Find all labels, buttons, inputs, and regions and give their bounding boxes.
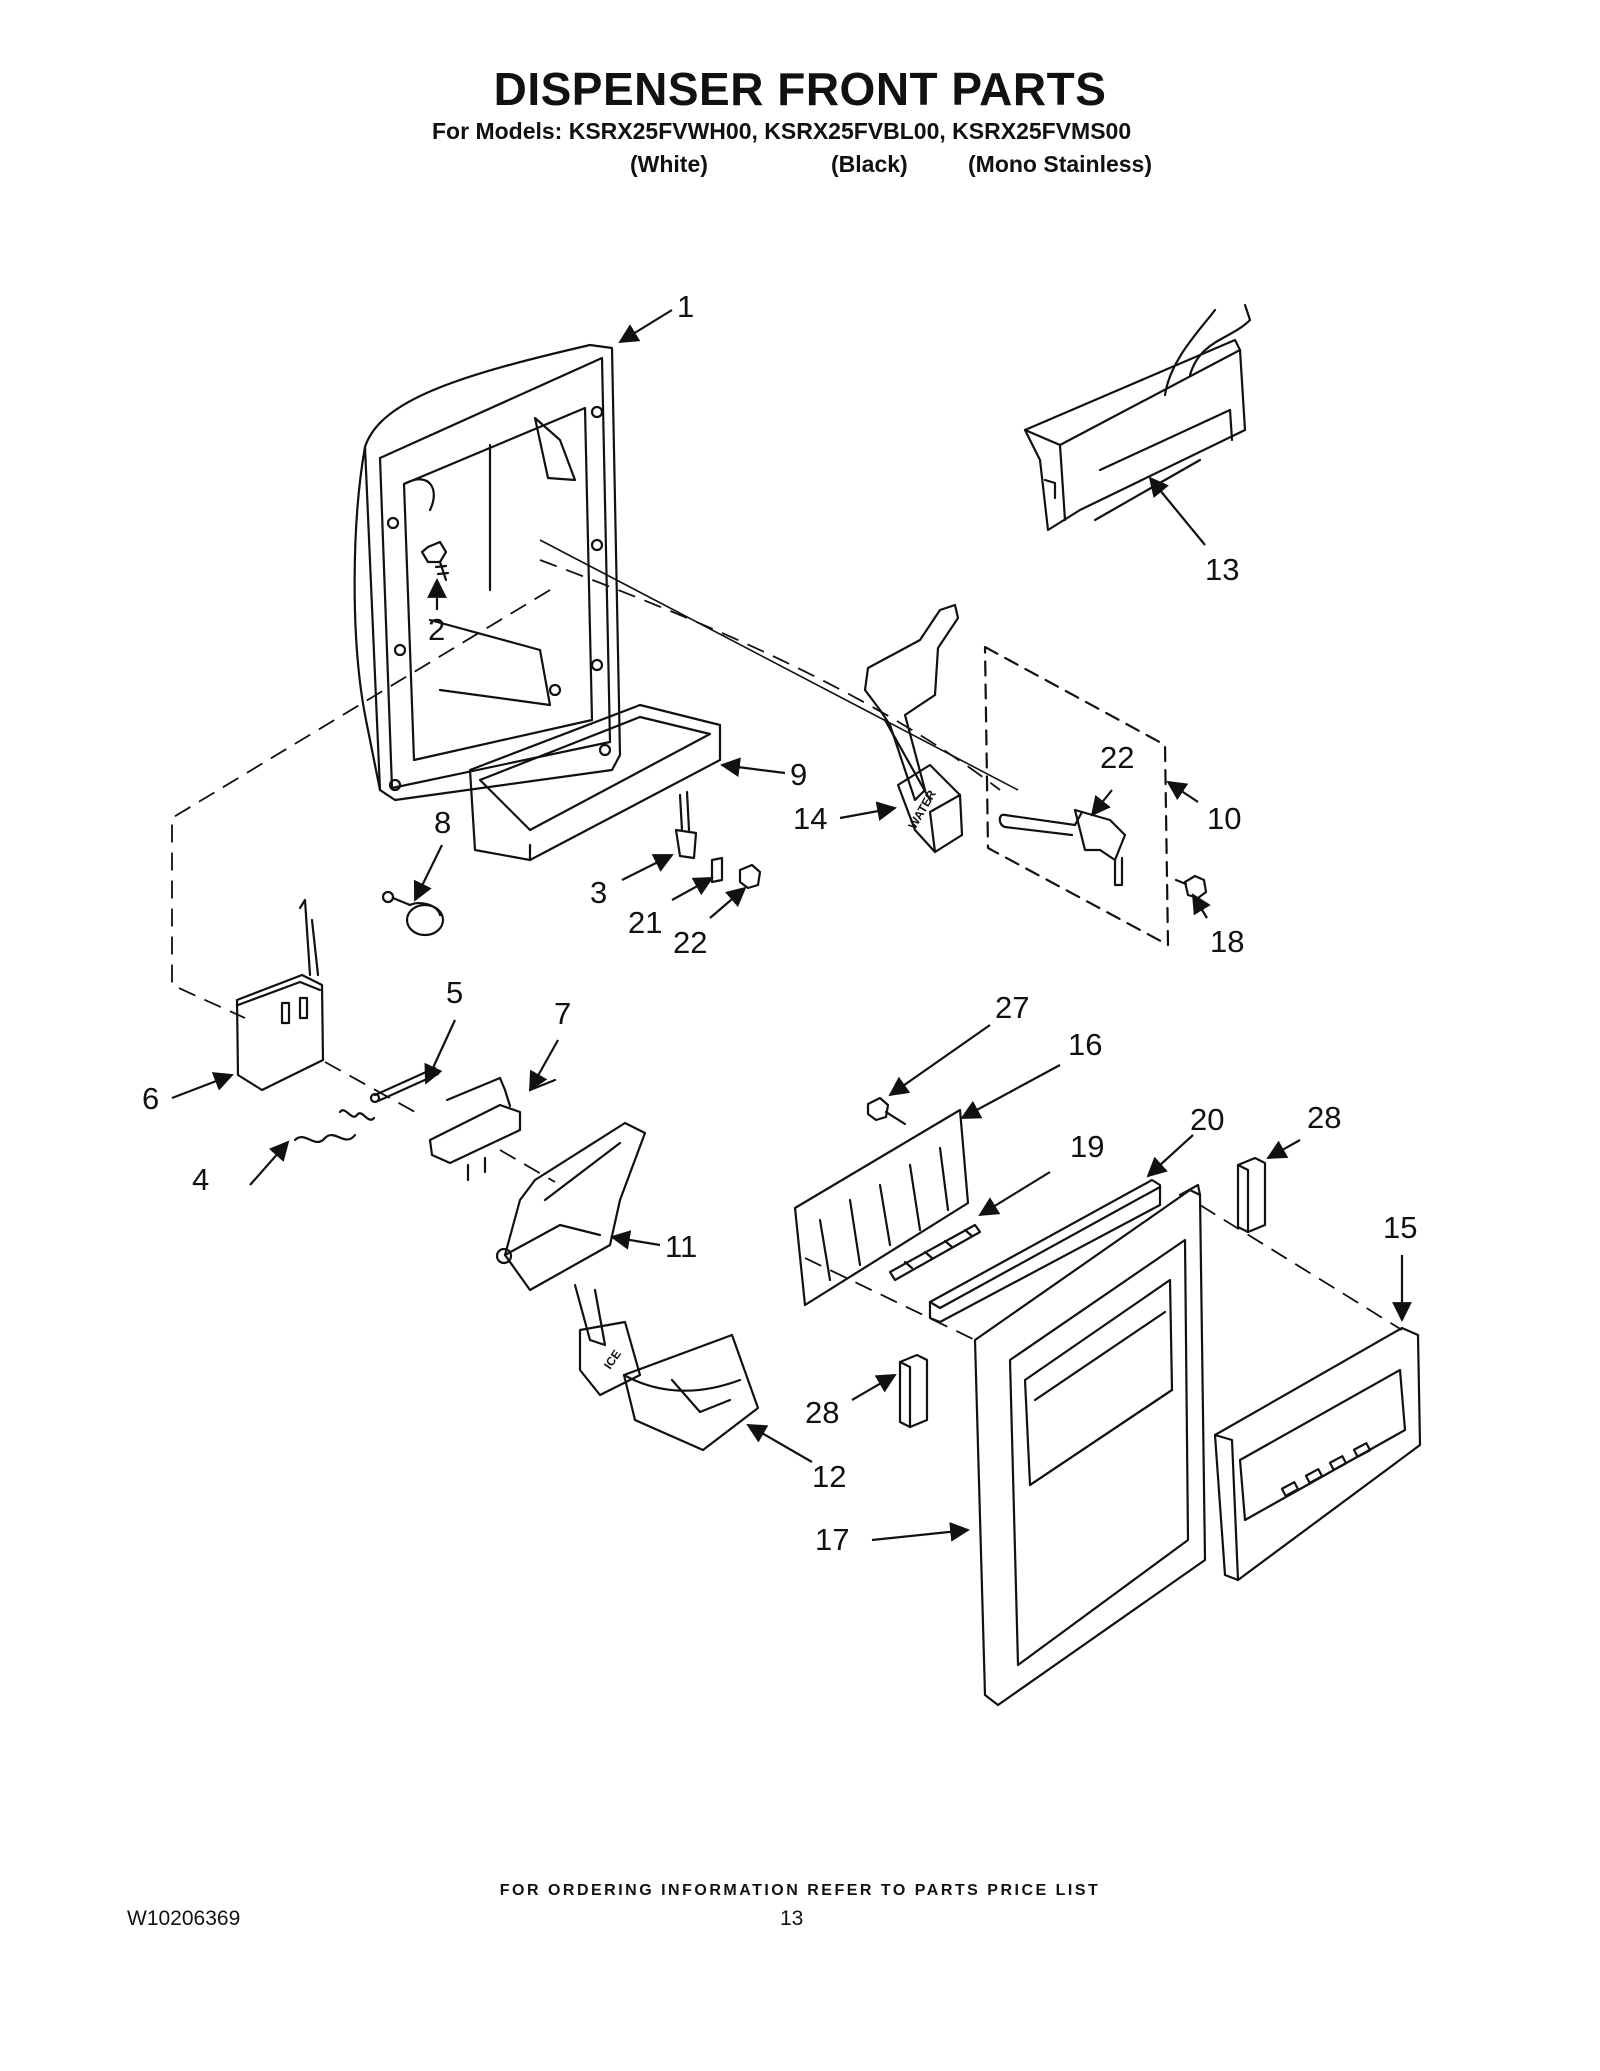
screw-18-part: [1174, 874, 1208, 900]
screw-27-part: [866, 1096, 907, 1126]
callout-22-upper: 22: [1100, 740, 1134, 775]
callout-5: 5: [446, 975, 463, 1010]
callout-12: 12: [812, 1459, 846, 1494]
callout-11: 11: [665, 1229, 697, 1264]
screw-22-part: [738, 863, 762, 890]
callout-21: 21: [628, 905, 662, 940]
callout-17: 17: [815, 1522, 849, 1557]
ice-lever-part: [495, 1121, 647, 1397]
leader-16: [960, 1064, 1061, 1119]
page-number: 13: [780, 1907, 804, 1930]
callout-13: 13: [1205, 552, 1239, 587]
variant-black: (Black): [831, 151, 908, 177]
leader-8: [413, 844, 443, 902]
page-title: DISPENSER FRONT PARTS: [493, 63, 1107, 115]
water-lever-part: [863, 603, 964, 854]
spring-clip-part: [674, 790, 698, 860]
leader-21: [671, 877, 714, 901]
lever-bracket-part: [428, 1076, 557, 1182]
models-line: For Models: KSRX25FVWH00, KSRX25FVBL00, …: [432, 118, 1132, 144]
leader-10: [1166, 780, 1199, 803]
leader-7: [529, 1039, 559, 1092]
spring-part: [293, 1109, 376, 1144]
assembly-line-solenoid-to-pin: [324, 1061, 416, 1113]
callout-10: 10: [1207, 801, 1241, 836]
leader-12: [746, 1424, 813, 1463]
leader-19: [978, 1171, 1051, 1217]
dispenser-frame-part: [973, 1183, 1207, 1707]
leader-9: [720, 757, 786, 778]
callout-18: 18: [1210, 924, 1244, 959]
leader-3: [621, 854, 674, 881]
screw-part: [420, 540, 450, 582]
callout-27: 27: [995, 990, 1029, 1025]
ice-pad-label: ICE: [601, 1347, 624, 1371]
callout-4: 4: [192, 1162, 209, 1197]
callout-16: 16: [1068, 1027, 1102, 1062]
assembly-line-bracket-to-lever: [499, 1149, 556, 1183]
assembly-line-housing-to-lever: [539, 559, 1001, 791]
assembly-line-board-to-frame: [804, 1257, 976, 1341]
leader-18: [1191, 893, 1211, 919]
leader-17: [871, 1521, 970, 1542]
callout-9: 9: [790, 757, 807, 792]
leader-22-upper: [1090, 789, 1113, 817]
callout-3: 3: [590, 875, 607, 910]
water-switch-group-box: [983, 645, 1170, 947]
leader-11: [610, 1230, 661, 1250]
callout-14: 14: [793, 801, 827, 836]
leader-27: [888, 1024, 991, 1097]
leader-1: [618, 309, 673, 344]
variant-white: (White): [630, 151, 708, 177]
leader-14: [839, 801, 897, 821]
callout-28-lower: 28: [805, 1395, 839, 1430]
ordering-note: FOR ORDERING INFORMATION REFER TO PARTS …: [499, 1882, 1101, 1899]
callout-20: 20: [1190, 1102, 1224, 1137]
trim-block-28-upper: [1236, 1156, 1267, 1234]
callout-6: 6: [142, 1081, 159, 1116]
leader-5: [424, 1019, 456, 1085]
leader-13: [1148, 476, 1206, 546]
assembly-line-solid: [539, 539, 1019, 791]
callout-28-upper: 28: [1307, 1100, 1341, 1135]
callout-22-lower: 22: [673, 925, 707, 960]
variant-mono-stainless: (Mono Stainless): [968, 151, 1153, 177]
trim-bar-part: [928, 1178, 1162, 1324]
button-strip-part: [888, 1223, 982, 1282]
control-box-part: [1023, 303, 1252, 532]
assembly-line-housing-to-solenoid: [171, 589, 551, 1019]
pin-part: [369, 1066, 440, 1104]
front-panel-part: [1213, 1326, 1422, 1582]
leader-22-lower: [709, 886, 747, 919]
actuator-part: [381, 890, 445, 937]
callout-8: 8: [434, 805, 451, 840]
switch-arm-part: [998, 808, 1127, 887]
leader-28-upper: [1266, 1139, 1301, 1159]
clip-21-part: [710, 856, 724, 884]
dispenser-housing-part: [353, 343, 622, 802]
assembly-line-frame-to-panel: [1199, 1204, 1403, 1331]
leader-4: [249, 1140, 290, 1186]
leader-28-lower: [851, 1374, 897, 1401]
circuit-board-part: [793, 1108, 970, 1307]
leader-6: [171, 1072, 234, 1100]
solenoid-part: [235, 898, 325, 1092]
trim-block-28-lower: [898, 1353, 929, 1429]
callout-7: 7: [554, 996, 571, 1031]
callout-15: 15: [1383, 1210, 1417, 1245]
drip-tray-part: [468, 703, 722, 862]
callout-2: 2: [428, 612, 445, 647]
callout-19: 19: [1070, 1129, 1104, 1164]
document-number: W10206369: [127, 1907, 241, 1930]
ice-chute-part: [622, 1333, 760, 1452]
callout-1: 1: [677, 289, 694, 324]
leader-20: [1146, 1134, 1194, 1178]
